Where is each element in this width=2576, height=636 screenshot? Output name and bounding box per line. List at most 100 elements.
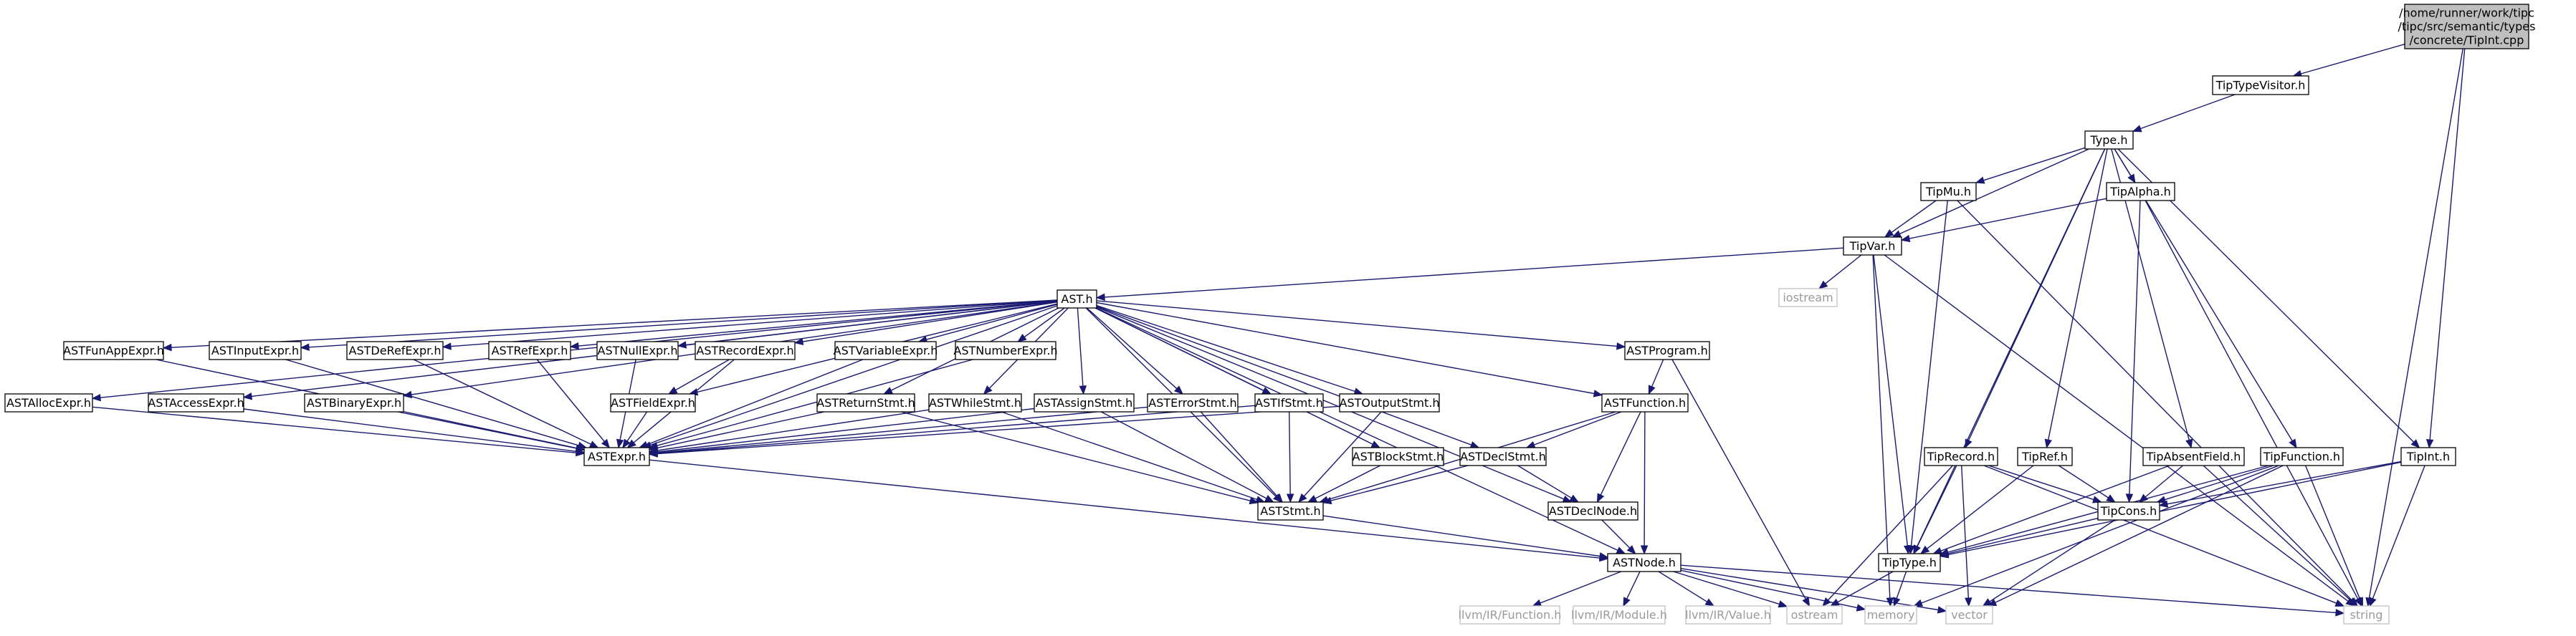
node-tip-ref[interactable]: TipRef.h xyxy=(2017,447,2073,466)
node-astif-stmt[interactable]: ASTIfStmt.h xyxy=(1254,393,1324,413)
arrowhead-icon xyxy=(1596,493,1605,504)
node-astaccess-expr[interactable]: ASTAccessExpr.h xyxy=(148,393,244,413)
node-astreturn-stmt[interactable]: ASTReturnStmt.h xyxy=(816,393,915,413)
node-tip-var[interactable]: TipVar.h xyxy=(1843,236,1902,256)
node-astinput-expr[interactable]: ASTInputExpr.h xyxy=(209,341,302,360)
arrowhead-icon xyxy=(983,385,993,395)
edge-line xyxy=(1096,307,1565,500)
edge-line xyxy=(1303,411,1382,497)
edge-line xyxy=(2203,465,2352,602)
node-tip-mu[interactable]: TipMu.h xyxy=(1920,182,1977,201)
edge-line xyxy=(1096,307,1618,551)
node-astvariable-expr[interactable]: ASTVariableExpr.h xyxy=(834,341,938,360)
edge-line xyxy=(1100,411,1267,499)
node-astnull-expr[interactable]: ASTNullExpr.h xyxy=(596,341,679,360)
node-box xyxy=(1459,605,1560,625)
edge-line xyxy=(1315,465,1381,499)
arrowhead-icon xyxy=(588,440,599,448)
node-label: Type.h xyxy=(2090,133,2128,147)
node-tip-record[interactable]: TipRecord.h xyxy=(1924,447,1998,466)
node-astnumber-expr[interactable]: ASTNumberExpr.h xyxy=(953,341,1058,360)
node-astnode[interactable]: ASTNode.h xyxy=(1607,553,1681,572)
arrowhead-icon xyxy=(1975,176,1985,184)
arrowhead-icon xyxy=(1778,600,1788,608)
node-box xyxy=(596,341,679,360)
edge-astblock-stmt-to-aststmt xyxy=(1307,465,1381,503)
node-astdecl-node[interactable]: ASTDeclNode.h xyxy=(1547,501,1638,521)
edge-tip-function-to-vector xyxy=(1987,465,2284,607)
edge-astnode-to-llvm-value xyxy=(1658,571,1715,607)
node-label: ASTReturnStmt.h xyxy=(816,396,915,410)
node-tip-type-visitor[interactable]: TipTypeVisitor.h xyxy=(2212,75,2309,95)
edge-line xyxy=(1601,519,1631,549)
edge-line xyxy=(2048,148,2108,440)
node-tip-int[interactable]: TipInt.h xyxy=(2400,447,2456,466)
node-ast[interactable]: AST.h xyxy=(1056,289,1097,309)
node-box xyxy=(1685,605,1771,625)
edge-line xyxy=(1534,411,1622,445)
arrowhead-icon xyxy=(1982,598,1993,607)
edge-line xyxy=(2301,44,2405,74)
node-label: ASTAccessExpr.h xyxy=(148,396,244,410)
node-label: TipMu.h xyxy=(1925,185,1971,198)
node-box xyxy=(346,341,444,360)
edge-ast-to-astnumber-expr xyxy=(1017,307,1065,342)
node-label: string xyxy=(2350,608,2383,622)
edge-line xyxy=(1983,147,2086,181)
node-box xyxy=(2400,447,2456,466)
node-astdecl-stmt[interactable]: ASTDeclStmt.h xyxy=(1459,447,1547,466)
root-node[interactable]: /home/runner/work/tipc/tipc/src/semantic… xyxy=(2398,4,2536,49)
node-astfunction[interactable]: ASTFunction.h xyxy=(1601,393,1689,413)
edge-line xyxy=(1917,465,1957,547)
node-astwhile-stmt[interactable]: ASTWhileStmt.h xyxy=(928,393,1022,413)
arrowhead-icon xyxy=(601,438,611,449)
node-tip-alpha[interactable]: TipAlpha.h xyxy=(2106,182,2175,201)
edge-line xyxy=(1651,359,1664,387)
edge-tip-record-to-ostream xyxy=(1822,465,1953,607)
arrowhead-icon xyxy=(2335,609,2345,617)
edge-line xyxy=(2164,465,2274,501)
node-astblock-stmt[interactable]: ASTBlockStmt.h xyxy=(1352,447,1444,466)
node-label: iostream xyxy=(1783,291,1833,304)
node-tip-type[interactable]: TipType.h xyxy=(1878,553,1941,572)
arrowhead-icon xyxy=(1616,546,1626,554)
node-astrecord-expr[interactable]: ASTRecordExpr.h xyxy=(695,341,796,360)
arrowhead-icon xyxy=(2347,597,2357,607)
node-asterror-stmt[interactable]: ASTErrorStmt.h xyxy=(1147,393,1239,413)
node-astoutput-stmt[interactable]: ASTOutputStmt.h xyxy=(1339,393,1440,413)
node-astfield-expr[interactable]: ASTFieldExpr.h xyxy=(610,393,696,413)
edge-tip-alpha-to-string xyxy=(2145,200,2362,607)
node-astref-expr[interactable]: ASTRefExpr.h xyxy=(488,341,571,360)
node-aststmt[interactable]: ASTStmt.h xyxy=(1257,501,1324,521)
edge-line xyxy=(2129,200,2141,495)
edge-line xyxy=(2140,94,2236,130)
node-tip-absent-field[interactable]: TipAbsentField.h xyxy=(2142,447,2245,466)
edge-line xyxy=(536,359,605,442)
node-astde-ref-expr[interactable]: ASTDeRefExpr.h xyxy=(346,341,444,360)
arrowhead-icon xyxy=(1802,597,1811,607)
node-label: ASTRefExpr.h xyxy=(492,344,568,357)
node-ostream: ostream xyxy=(1786,605,1843,625)
edge-astdecl-node-to-astnode xyxy=(1601,519,1636,554)
node-astbinary-expr[interactable]: ASTBinaryExpr.h xyxy=(304,393,404,413)
edge-line xyxy=(1957,200,2352,601)
node-astexpr[interactable]: ASTExpr.h xyxy=(583,447,650,466)
node-astprogram[interactable]: ASTProgram.h xyxy=(1624,341,1710,360)
arrowhead-icon xyxy=(1913,599,1924,607)
node-label: ASTAllocExpr.h xyxy=(6,396,91,410)
node-box xyxy=(2404,4,2529,49)
edge-type-to-tip-record xyxy=(1965,148,2106,449)
node-label: ASTOutputStmt.h xyxy=(1340,396,1440,410)
node-astfun-app-expr[interactable]: ASTFunAppExpr.h xyxy=(63,341,164,360)
node-astalloc-expr[interactable]: ASTAllocExpr.h xyxy=(4,393,93,413)
node-astassign-stmt[interactable]: ASTAssignStmt.h xyxy=(1034,393,1135,413)
arrowhead-icon xyxy=(883,387,893,395)
node-tip-cons[interactable]: TipCons.h xyxy=(2097,501,2160,521)
node-type[interactable]: Type.h xyxy=(2084,130,2134,150)
edge-line xyxy=(1967,148,2106,441)
node-label: /tipc/src/semantic/types xyxy=(2398,20,2536,34)
edge-tip-alpha-to-tip-var xyxy=(1900,198,2107,243)
edge-tip-record-to-tip-type xyxy=(1913,465,1957,555)
node-tip-function[interactable]: TipFunction.h xyxy=(2260,447,2344,466)
edge-line xyxy=(1989,519,2116,602)
